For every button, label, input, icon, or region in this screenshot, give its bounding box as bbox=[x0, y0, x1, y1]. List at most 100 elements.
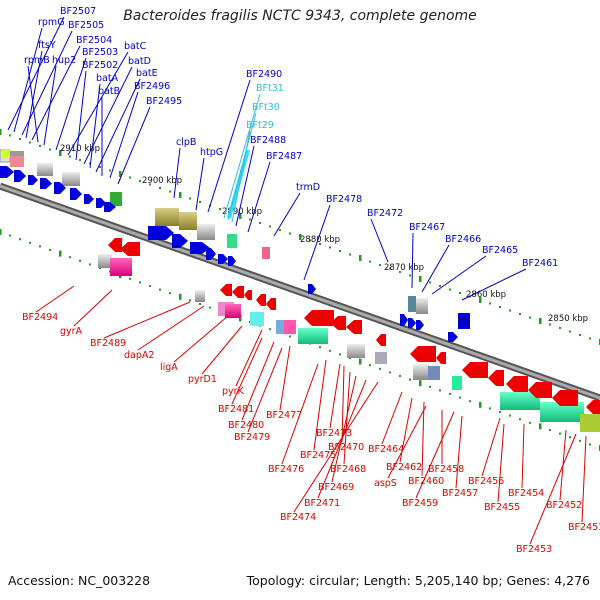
forward-gene-label[interactable]: BFt30 bbox=[252, 102, 280, 113]
reverse-gene-label[interactable]: BF2471 bbox=[304, 498, 340, 509]
reverse-gene-label[interactable]: ligA bbox=[160, 362, 178, 373]
reverse-gene-label[interactable]: BF2464 bbox=[368, 444, 404, 455]
map-title: Bacteroides fragilis NCTC 9343, complete… bbox=[123, 8, 477, 24]
forward-gene-label[interactable]: BF2495 bbox=[146, 96, 182, 107]
forward-gene-label[interactable]: BF2461 bbox=[522, 258, 558, 269]
leader-line bbox=[173, 147, 181, 199]
forward-gene-label[interactable]: htpG bbox=[200, 147, 223, 158]
reverse-gene-label[interactable]: BF2456 bbox=[468, 476, 504, 487]
leader-line bbox=[431, 255, 487, 295]
forward-gene-label[interactable]: clpB bbox=[176, 137, 196, 148]
reverse-gene-label[interactable]: BF2477 bbox=[266, 410, 302, 421]
reverse-gene-label[interactable]: BF2480 bbox=[228, 420, 264, 431]
reverse-gene-label[interactable]: BF2481 bbox=[218, 404, 254, 415]
reverse-gene-label[interactable]: BF2474 bbox=[280, 512, 316, 523]
tick-mark bbox=[169, 292, 171, 295]
leader-line bbox=[235, 145, 255, 227]
tick-mark bbox=[39, 145, 41, 147]
forward-gene-label[interactable]: BFt29 bbox=[246, 120, 274, 131]
forward-gene-arrow bbox=[448, 332, 458, 342]
forward-gene-label[interactable]: BF2490 bbox=[246, 69, 282, 80]
reverse-gene-arrow bbox=[436, 352, 446, 364]
forward-gene-label[interactable]: BF2472 bbox=[367, 208, 403, 219]
reverse-gene-label[interactable]: BF2494 bbox=[22, 312, 58, 323]
tick-mark bbox=[29, 141, 31, 144]
forward-gene-label[interactable]: BF2467 bbox=[409, 222, 445, 233]
reverse-gene-label[interactable]: BF2479 bbox=[234, 432, 270, 443]
forward-gene-label[interactable]: BF2504 bbox=[76, 35, 112, 46]
tick-mark bbox=[449, 393, 451, 395]
reverse-gene-label[interactable]: BF2451 bbox=[568, 522, 600, 533]
forward-gene-label[interactable]: batC bbox=[124, 41, 147, 52]
forward-gene-arrow bbox=[206, 248, 216, 260]
forward-gene-label[interactable]: BF2487 bbox=[266, 151, 302, 162]
tick-mark bbox=[549, 323, 551, 326]
leader-line bbox=[75, 70, 87, 161]
reverse-gene-label[interactable]: BF2489 bbox=[90, 338, 126, 349]
forward-gene-label[interactable]: BF2496 bbox=[134, 81, 170, 92]
reverse-gene-label[interactable]: BF2468 bbox=[330, 464, 366, 475]
reverse-gene-label[interactable]: pyrK bbox=[222, 386, 245, 397]
reverse-gene-label[interactable]: BF2459 bbox=[402, 498, 438, 509]
gene-box bbox=[416, 298, 428, 314]
forward-gene-label[interactable]: BF2465 bbox=[482, 245, 518, 256]
leader-line bbox=[421, 244, 450, 293]
reverse-gene-label[interactable]: BF2476 bbox=[268, 464, 304, 475]
forward-gene-label[interactable]: batE bbox=[136, 68, 158, 79]
reverse-gene-label[interactable]: aspS bbox=[374, 478, 397, 489]
reverse-gene-label[interactable]: BF2469 bbox=[318, 482, 354, 493]
reverse-gene-label[interactable]: BF2475 bbox=[300, 450, 336, 461]
forward-gene-label[interactable]: batD bbox=[128, 56, 151, 67]
reverse-gene-label[interactable]: BF2470 bbox=[328, 442, 364, 453]
forward-gene-label[interactable]: rpmB bbox=[24, 55, 50, 66]
forward-gene-label[interactable]: ftsY bbox=[38, 40, 56, 51]
forward-gene-label[interactable]: BF2502 bbox=[82, 60, 118, 71]
reverse-gene-label[interactable]: BF2454 bbox=[508, 488, 544, 499]
forward-gene-label[interactable]: rpmG bbox=[38, 17, 65, 28]
leader-line bbox=[329, 363, 341, 429]
forward-gene-arrow bbox=[0, 166, 14, 178]
leader-line bbox=[31, 45, 81, 141]
reverse-gene-label[interactable]: BF2457 bbox=[442, 488, 478, 499]
gene-box bbox=[179, 212, 197, 230]
tick-mark bbox=[329, 246, 331, 249]
forward-gene-label[interactable]: BF2488 bbox=[250, 135, 286, 146]
tick-mark bbox=[359, 358, 362, 365]
reverse-gene-label[interactable]: BF2473 bbox=[316, 428, 352, 439]
reverse-gene-label[interactable]: BF2455 bbox=[484, 502, 520, 513]
gene-box bbox=[110, 192, 122, 206]
reverse-gene-label[interactable]: dapA2 bbox=[124, 350, 154, 361]
reverse-gene-label[interactable]: BF2453 bbox=[516, 544, 552, 555]
tick-mark bbox=[119, 171, 122, 177]
forward-gene-label[interactable]: batA bbox=[96, 73, 119, 84]
leader-line bbox=[273, 192, 301, 237]
reverse-gene-label[interactable]: BF2458 bbox=[428, 464, 464, 475]
reverse-gene-arrow bbox=[506, 376, 528, 392]
tick-mark bbox=[319, 346, 321, 349]
forward-gene-label[interactable]: trmD bbox=[296, 182, 320, 193]
tick-mark bbox=[399, 271, 401, 273]
reverse-gene-label[interactable]: BF2460 bbox=[408, 476, 444, 487]
gene-box bbox=[62, 172, 80, 186]
tick-mark bbox=[319, 243, 321, 245]
reverse-gene-arrow bbox=[120, 242, 140, 256]
forward-gene-label[interactable]: BF2507 bbox=[60, 6, 96, 17]
forward-gene-label[interactable]: batB bbox=[98, 86, 120, 97]
forward-gene-label[interactable]: BF2505 bbox=[68, 20, 104, 31]
leader-line bbox=[223, 93, 261, 219]
forward-gene-label[interactable]: hup2 bbox=[52, 55, 76, 66]
reverse-gene-label[interactable]: gyrA bbox=[60, 326, 83, 337]
leader-line bbox=[95, 78, 141, 173]
gene-box bbox=[540, 402, 584, 422]
reverse-gene-label[interactable]: BF2452 bbox=[546, 500, 582, 511]
forward-gene-label[interactable]: BFt31 bbox=[256, 83, 284, 94]
forward-gene-label[interactable]: BF2466 bbox=[445, 234, 481, 245]
tick-mark bbox=[9, 134, 11, 137]
reverse-gene-label[interactable]: pyrD1 bbox=[188, 374, 217, 385]
forward-gene-label[interactable]: BF2478 bbox=[326, 194, 362, 205]
tick-mark bbox=[339, 353, 341, 356]
reverse-gene-label[interactable]: BF2462 bbox=[386, 462, 422, 473]
leader-line bbox=[235, 329, 263, 387]
forward-gene-label[interactable]: BF2503 bbox=[82, 47, 118, 58]
